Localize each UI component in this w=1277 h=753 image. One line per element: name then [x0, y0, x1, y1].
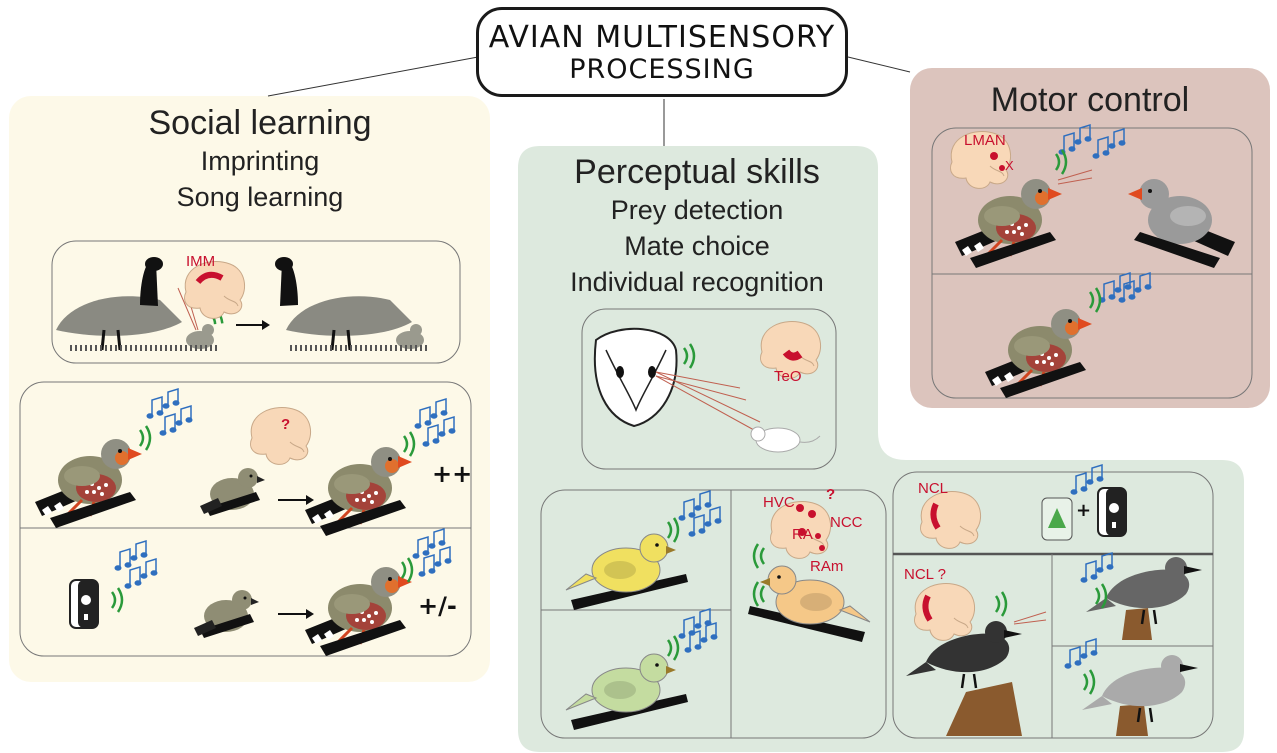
perceptual-item-prey: Prey detection — [610, 195, 784, 225]
brain-icon — [914, 583, 976, 641]
prey-detection-box — [581, 308, 837, 470]
goose-icon — [275, 257, 412, 351]
perceptual-item-mate: Mate choice — [624, 231, 770, 261]
brain-icon — [920, 491, 982, 549]
goose-icon — [56, 257, 182, 351]
social-item-imprinting: Imprinting — [200, 146, 320, 176]
arrow-icon — [278, 609, 314, 619]
branch-perch — [946, 682, 1022, 736]
individual-recognition-box — [892, 471, 1214, 739]
sight-lines — [1057, 169, 1093, 185]
brain-icon — [770, 501, 832, 559]
label-ncc: NCC — [830, 514, 863, 531]
label-question-2: ? — [826, 486, 836, 503]
perceptual-skills-title: Perceptual skills — [574, 153, 820, 191]
perceptual-skills-panel — [518, 146, 1244, 752]
speaker-icon — [1097, 487, 1127, 537]
arrow-icon — [236, 320, 270, 330]
gosling-icon — [396, 324, 424, 349]
sight-lines — [655, 371, 761, 431]
label-teo: TeO — [774, 368, 802, 385]
brain-icon — [760, 321, 822, 379]
label-lman: LMAN — [964, 132, 1006, 149]
branch-perch — [1122, 608, 1152, 640]
barn-owl-icon — [593, 327, 678, 428]
social-learning-panel — [9, 96, 490, 682]
song-learning-box — [19, 381, 472, 657]
label-ra: RA — [792, 526, 813, 543]
mouse-icon — [750, 426, 821, 453]
label-question: ? — [281, 416, 291, 433]
brain-icon — [184, 261, 246, 319]
motor-control-title: Motor control — [990, 81, 1190, 119]
speaker-icon — [69, 579, 99, 629]
social-item-song-learning: Song learning — [176, 182, 344, 212]
arrow-icon — [278, 495, 314, 505]
visual-stimulus-icon — [1041, 497, 1073, 541]
perceptual-skills-heading: Perceptual skills Prey detection Mate ch… — [538, 152, 856, 300]
motor-control-box — [931, 127, 1253, 399]
sight-lines — [1013, 611, 1047, 625]
label-ram: RAm — [810, 558, 844, 575]
label-ncl: NCL — [918, 480, 949, 497]
brain-icon — [950, 131, 1012, 189]
label-ncl-question: NCL ? — [904, 566, 946, 583]
branch-perch — [1116, 704, 1148, 736]
label-x: X — [1005, 158, 1014, 173]
title-line2: processing — [569, 54, 755, 85]
label-hvc: HVC — [763, 494, 795, 511]
social-learning-heading: Social learning Imprinting Song learning — [100, 103, 420, 215]
gosling-icon — [186, 324, 214, 349]
connector-social — [267, 56, 479, 97]
mate-choice-box — [540, 489, 887, 739]
label-imm: IMM — [186, 253, 216, 270]
social-learning-title: Social learning — [148, 104, 372, 142]
plus-sign: + — [1076, 500, 1092, 521]
perceptual-item-individual: Individual recognition — [570, 267, 824, 297]
label-plus-minus: +/- — [418, 592, 457, 620]
label-plus-plus: ++ — [432, 460, 473, 488]
title-box: Avian multisensory processing — [476, 7, 848, 97]
imprinting-box — [51, 240, 461, 364]
connector-motor — [847, 56, 911, 73]
zebra-finch-icon — [1128, 179, 1235, 268]
title-line1: Avian multisensory — [488, 20, 836, 55]
